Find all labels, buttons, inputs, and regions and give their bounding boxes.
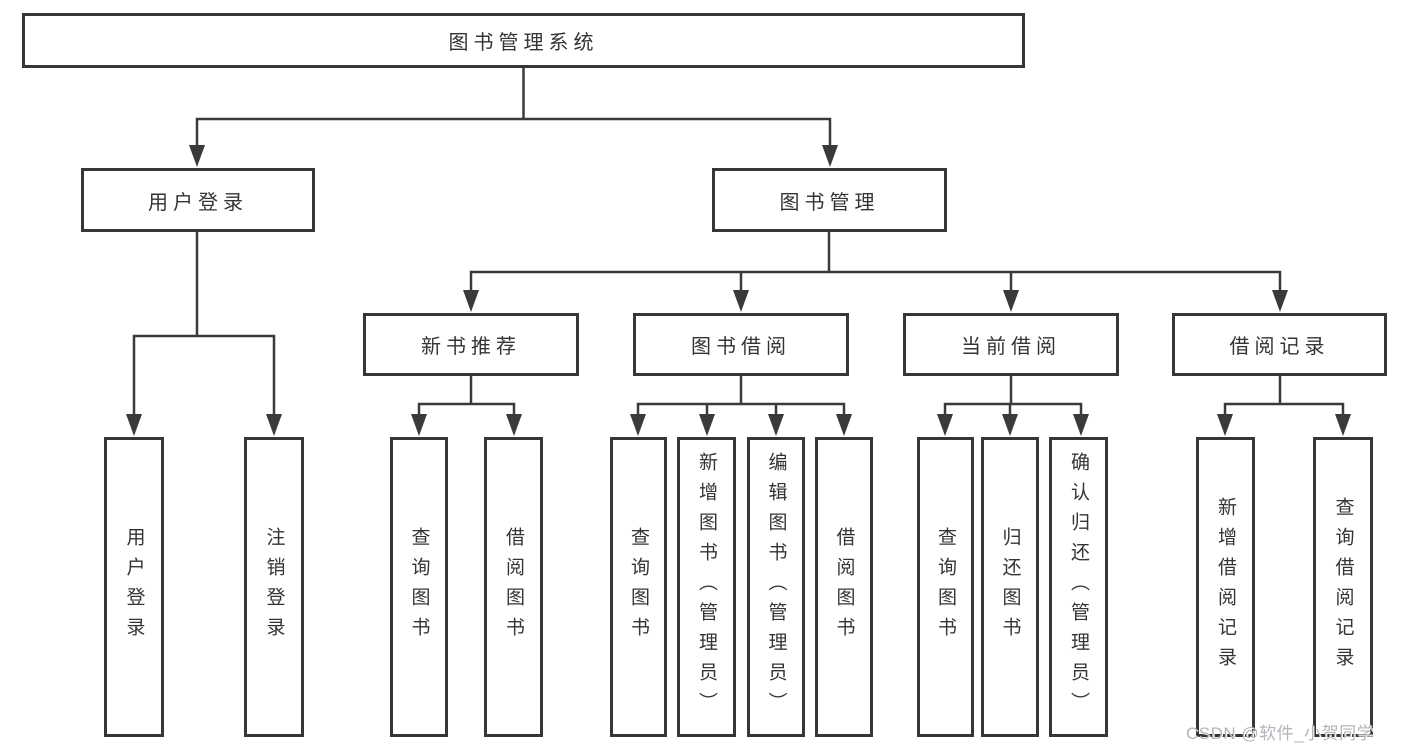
leaf-bb-edit-books-admin: 编辑图书（管理员） [747,437,805,737]
connector-arrowhead [699,414,715,436]
leaf-user-login: 用户登录 [104,437,164,737]
leaf-bb-query-books: 查询图书 [610,437,667,737]
connector-arrowhead [506,414,522,436]
node-label: 图书借阅 [691,336,791,358]
leaf-cb-return-books: 归还图书 [981,437,1039,737]
connector-arrowhead [1335,414,1351,436]
connector-arrowhead [411,414,427,436]
connector-arrowhead [189,145,205,167]
node-label: 图书管理系统 [448,32,599,54]
node-label: 新书推荐 [421,336,521,358]
node-label: 借阅记录 [1229,336,1330,358]
node-user-login: 用户登录 [81,168,315,232]
node-label: 借阅图书 [503,527,524,647]
node-label: 归还图书 [999,527,1021,647]
node-label: 图书管理 [779,191,880,214]
node-borrow-records: 借阅记录 [1172,313,1387,376]
node-book-borrow: 图书借阅 [633,313,849,376]
leaf-br-add-record: 新增借阅记录 [1196,437,1255,737]
connector-path [636,402,846,418]
node-label: 新增图书（管理员） [696,452,717,722]
connector-path [417,402,516,418]
node-label: 查询图书 [408,527,430,647]
connector-arrowhead [1272,290,1288,312]
connector-arrowhead [1003,290,1019,312]
connector-arrowhead [1002,414,1018,436]
node-label: 借阅图书 [833,527,855,647]
connector-arrowhead [1073,414,1089,436]
node-label: 注销登录 [263,527,285,647]
node-label: 编辑图书（管理员） [765,452,787,722]
node-label: 查询图书 [935,527,956,647]
connector-path [943,402,1083,418]
leaf-br-query-record: 查询借阅记录 [1313,437,1373,737]
connector-arrowhead [768,414,784,436]
connector-path [1223,402,1345,418]
connector-arrowhead [937,414,953,436]
node-label: 确认归还（管理员） [1068,452,1089,722]
csdn-watermark: CSDN @软件_小贺同学 [1186,724,1375,743]
node-label: 当前借阅 [961,336,1061,358]
connector-arrowhead [266,414,282,436]
connector-path [469,270,1282,294]
leaf-nb-query-books: 查询图书 [390,437,448,737]
connector-arrowhead [630,414,646,436]
leaf-bb-borrow-books: 借阅图书 [815,437,873,737]
node-label: 查询借阅记录 [1332,497,1354,677]
leaf-logout: 注销登录 [244,437,304,737]
connector-path [195,117,832,147]
connector-arrowhead [836,414,852,436]
connector-arrowhead [1217,414,1233,436]
node-label: 查询图书 [628,527,649,647]
leaf-cb-confirm-return-admin: 确认归还（管理员） [1049,437,1108,737]
node-current-borrow: 当前借阅 [903,313,1119,376]
node-library-management-system: 图书管理系统 [22,13,1025,68]
connector-arrowhead [733,290,749,312]
connector-arrowhead [822,145,838,167]
leaf-bb-add-books-admin: 新增图书（管理员） [677,437,736,737]
connector-arrowhead [463,290,479,312]
node-label: 用户登录 [123,527,145,647]
node-label: 用户登录 [148,191,248,214]
node-new-book-recommend: 新书推荐 [363,313,579,376]
leaf-nb-borrow-books: 借阅图书 [484,437,543,737]
connector-path [132,334,276,418]
node-book-management: 图书管理 [712,168,947,232]
connector-arrowhead [126,414,142,436]
leaf-cb-query-books: 查询图书 [917,437,974,737]
node-label: 新增借阅记录 [1215,497,1236,677]
